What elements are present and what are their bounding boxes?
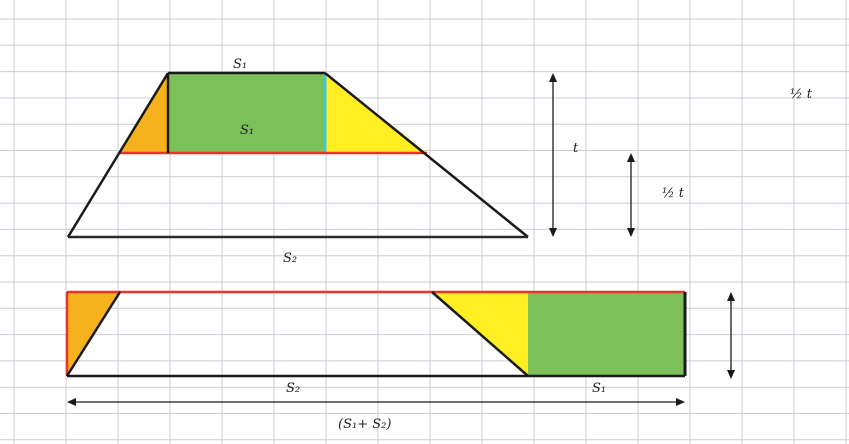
lower-left-slant [65, 291, 122, 377]
label-bottom-s2: S₂ [283, 251, 297, 266]
label-lower-s1: S₁ [592, 381, 606, 396]
label-span: (S₁+ S₂) [338, 417, 391, 432]
label-lower-s2: S₂ [286, 381, 300, 396]
label-half-t-inner: ½ t [662, 186, 685, 201]
upper-left-slant [66, 72, 170, 238]
upper-right-slant [324, 72, 529, 238]
span-arrow [67, 398, 685, 406]
label-inner-s1: S₁ [240, 123, 254, 138]
lower-right-slant [431, 291, 529, 377]
upper-trapezoid [66, 71, 529, 239]
label-height-t: t [573, 141, 579, 156]
label-half-t-right: ½ t [790, 87, 813, 102]
label-top-s1: S₁ [233, 57, 247, 72]
lower-parallelogram [65, 290, 687, 378]
height-arrow-half-t [627, 153, 635, 237]
lower-height-arrow [727, 292, 735, 379]
upper-green-rectangle [168, 73, 325, 153]
lower-green-rectangle [528, 292, 685, 376]
height-arrow-t [549, 73, 557, 237]
